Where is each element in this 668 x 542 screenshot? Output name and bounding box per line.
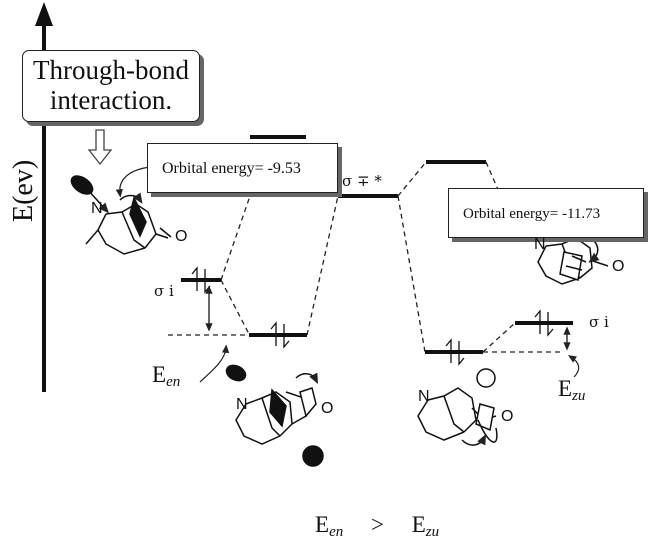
level-en-lower — [249, 333, 307, 337]
electron-pairs — [191, 266, 554, 366]
pointer-arrow — [115, 166, 151, 198]
oxygen-label-2: O — [321, 400, 334, 417]
level-zu-lower — [425, 350, 483, 354]
compare-right-sub: zu — [425, 524, 440, 540]
molecule-zu-upper — [537, 237, 609, 285]
orbital-energy-zu-callout: Orbital energy= -11.73 — [448, 188, 644, 238]
sigma-star-label: σ ∓ * — [342, 172, 382, 190]
level-sigma-star — [338, 194, 398, 198]
energy-axis-label: E(ev) — [8, 159, 39, 222]
molecule-through-bond — [70, 175, 172, 255]
nitrogen-label-2: N — [236, 396, 248, 413]
through-bond-line1: Through-bond — [33, 55, 189, 85]
through-bond-line2: interaction. — [49, 85, 173, 115]
compare-left-base: E — [315, 512, 330, 537]
compare-operator: > — [370, 512, 384, 537]
e-zu-sub: zu — [572, 388, 586, 404]
e-en-label: Een — [152, 362, 180, 391]
oxygen-label-3: O — [501, 408, 514, 425]
level-sigma-i-left — [181, 278, 221, 282]
energy-levels — [181, 135, 573, 354]
nitrogen-label-3: N — [418, 388, 430, 405]
e-en-sub: en — [166, 374, 181, 390]
molecule-en — [225, 364, 324, 467]
orbital-energy-en-text: Orbital energy= -9.53 — [162, 160, 301, 177]
correlation-lines — [168, 161, 563, 353]
sigma-i-left-label: σ i — [154, 282, 174, 300]
compare-right-base: E — [411, 512, 426, 537]
oxygen-label-4: O — [612, 258, 625, 275]
sigma-i-right-label: σ i — [589, 313, 609, 331]
oxygen-label-1: O — [175, 228, 188, 245]
orbital-energy-en-callout: Orbital energy= -9.53 — [147, 143, 338, 193]
hollow-down-arrow-icon — [87, 129, 113, 166]
molecule-zu — [417, 368, 498, 446]
level-sigma-i-right — [515, 321, 573, 325]
e-zu-base: E — [558, 376, 573, 401]
energy-comparison: Een > Ezu — [315, 512, 439, 541]
gap-arrows — [199, 285, 580, 383]
through-bond-callout: Through-bond interaction. — [22, 50, 200, 122]
nitrogen-label-1: N — [91, 200, 103, 217]
e-zu-label: Ezu — [558, 376, 585, 405]
e-en-base: E — [152, 362, 167, 387]
level-en-upper — [250, 135, 306, 139]
orbital-energy-zu-text: Orbital energy= -11.73 — [463, 206, 601, 222]
level-zu-upper — [426, 160, 486, 164]
compare-left-sub: en — [329, 524, 344, 540]
nitrogen-label-4: N — [534, 236, 546, 253]
